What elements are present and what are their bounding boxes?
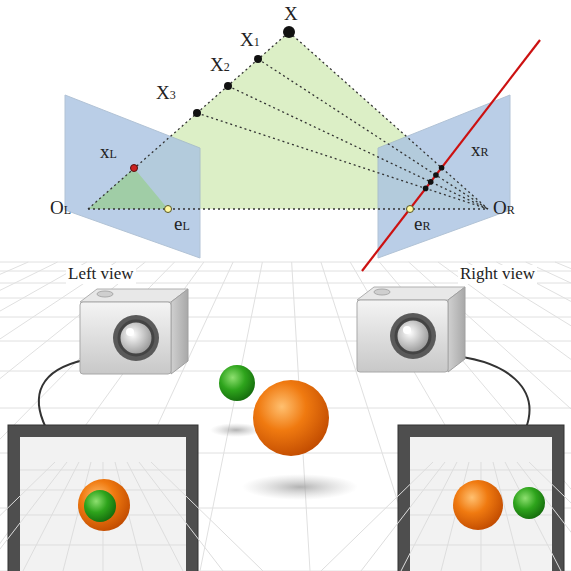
point-x2 [224,82,232,90]
cable [39,360,84,428]
left-camera [80,289,188,374]
right-monitor [321,425,571,571]
epipolar-geometry [65,26,540,271]
epipole-label: eR [414,214,430,235]
ball-shadow [242,474,358,500]
point-x [283,26,295,38]
point-label: X3 [156,83,176,104]
right-image-plane [378,95,510,258]
point-label: X1 [240,30,260,51]
view-title: Right view [458,265,537,284]
orange-ball [253,380,329,456]
right-camera [357,287,465,372]
left-image-plane [65,95,200,258]
center-label: OR [493,198,515,219]
point-label: xL [100,142,117,163]
left-projection [131,165,138,172]
point-label: xR [471,140,489,161]
left-epipole [165,206,172,213]
epipole-label: eL [174,214,190,235]
green-ball [219,365,255,401]
epipolar-line [362,40,540,271]
point-label: X2 [210,55,230,76]
point-x3 [193,109,201,117]
left-plane-section [88,168,168,209]
left-monitor [0,425,263,571]
view-title: Left view [66,265,136,284]
point-x1 [254,55,262,63]
point-label: X [284,4,298,25]
projection-rays [88,32,488,209]
cable [445,355,529,428]
center-label: OL [50,198,71,219]
projected-points [423,165,445,191]
right-epipole [407,206,414,213]
